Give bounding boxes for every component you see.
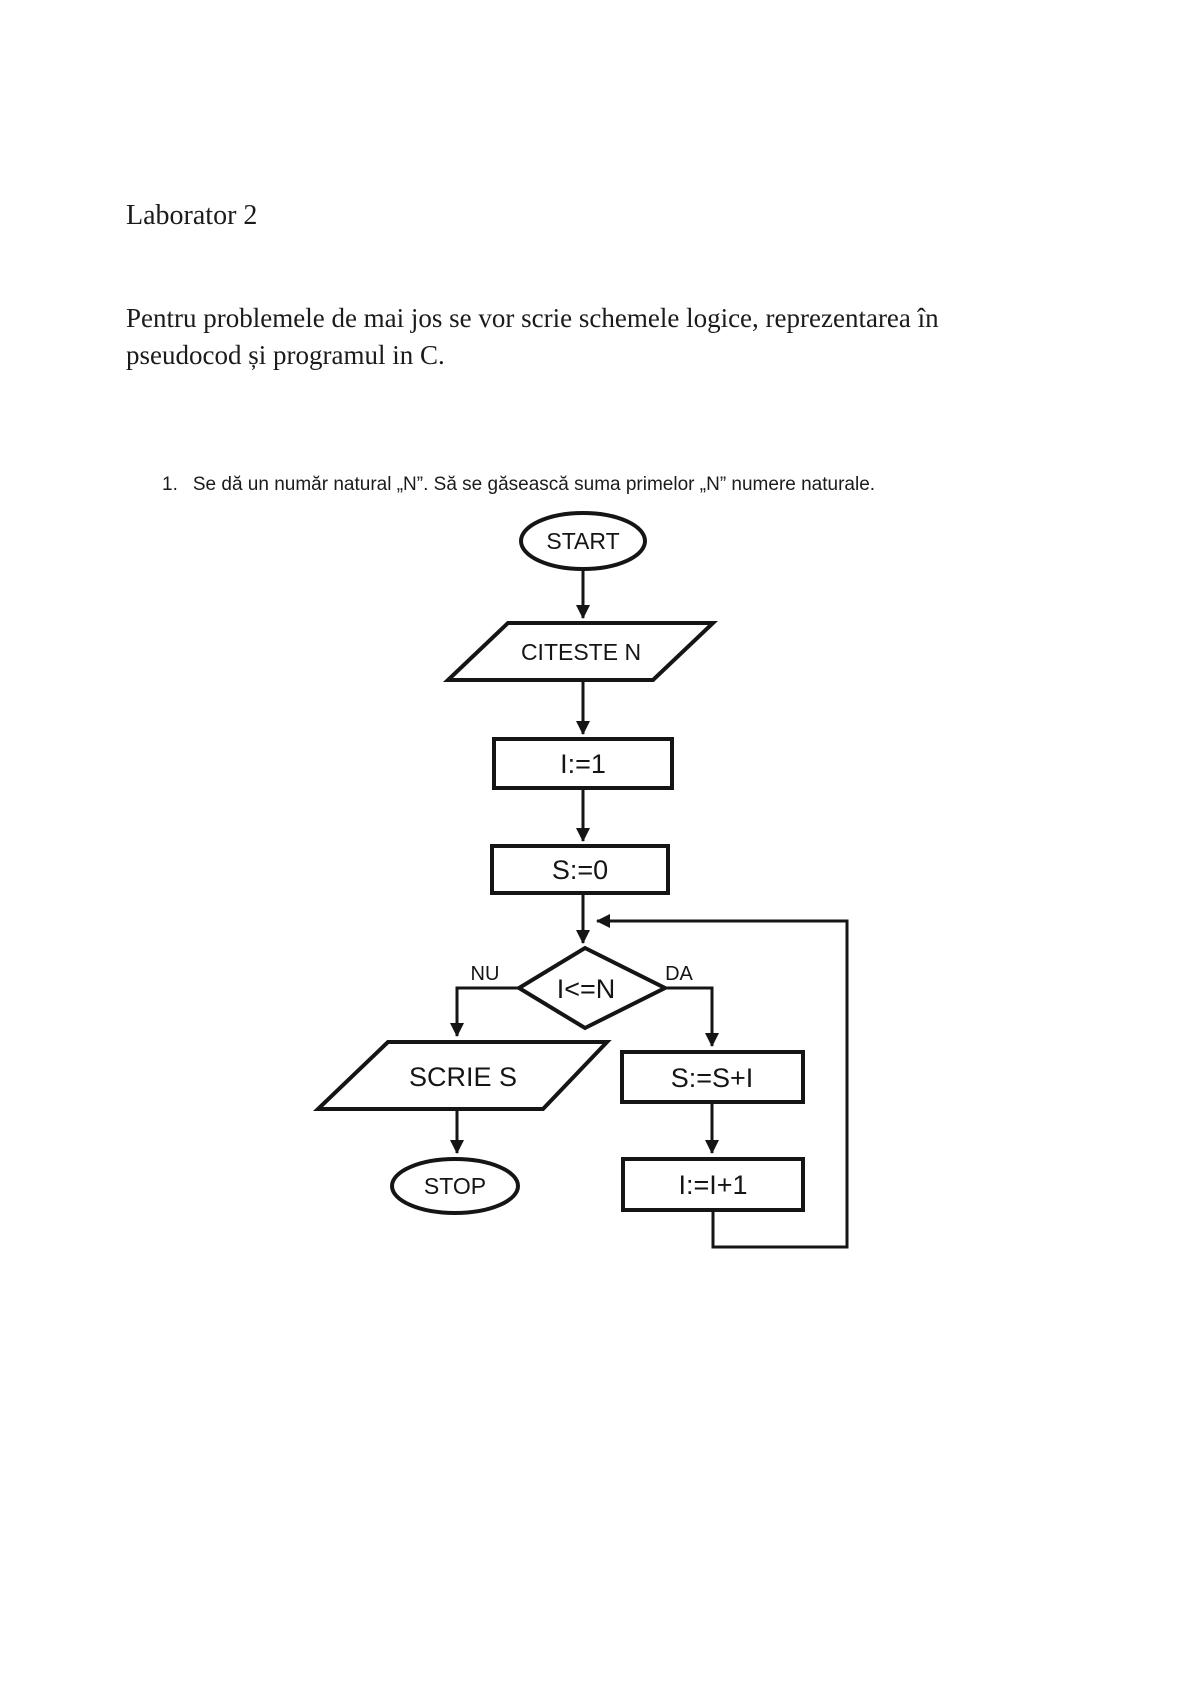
flow-arrow-decision-yes bbox=[665, 986, 719, 1047]
increment-label: I:=I+1 bbox=[678, 1170, 747, 1200]
read-input-shape bbox=[442, 621, 719, 682]
stop-terminator-shape bbox=[390, 1157, 520, 1215]
flowchart-svg: START CITESTE N I:=1 S:=0 I<=N NU bbox=[313, 511, 849, 1249]
init-s-label: S:=0 bbox=[552, 855, 608, 885]
page-title: Laborator 2 bbox=[126, 200, 258, 231]
intro-line-2: pseudocod și programul in C. bbox=[126, 340, 445, 370]
intro-line-1: Pentru problemele de mai jos se vor scri… bbox=[126, 303, 939, 333]
start-label: START bbox=[546, 528, 619, 554]
read-input-label: CITESTE N bbox=[521, 639, 641, 665]
flow-arrow-loop-back bbox=[596, 914, 849, 1249]
branch-no-label: NU bbox=[471, 963, 500, 985]
decision-label: I<=N bbox=[557, 974, 616, 1004]
problem-item-1: 1. Se dă un număr natural „N”. Să se găs… bbox=[162, 474, 875, 496]
decision-shape bbox=[515, 945, 670, 1031]
problem-item-number: 1. bbox=[162, 474, 178, 495]
accumulate-label: S:=S+I bbox=[671, 1063, 754, 1093]
problem-item-text: Se dă un număr natural „N”. Să se găseas… bbox=[192, 474, 876, 495]
write-output-shape bbox=[313, 1040, 612, 1111]
intro-paragraph: Pentru problemele de mai jos se vor scri… bbox=[126, 300, 986, 374]
branch-yes-label: DA bbox=[665, 963, 693, 985]
flow-arrow-decision-no bbox=[450, 986, 519, 1037]
write-output-label: SCRIE S bbox=[409, 1062, 517, 1092]
flowchart: START CITESTE N I:=1 S:=0 I<=N NU bbox=[0, 480, 1200, 1290]
init-i-label: I:=1 bbox=[560, 749, 606, 779]
init-s-shape bbox=[490, 844, 670, 895]
stop-label: STOP bbox=[424, 1173, 486, 1199]
